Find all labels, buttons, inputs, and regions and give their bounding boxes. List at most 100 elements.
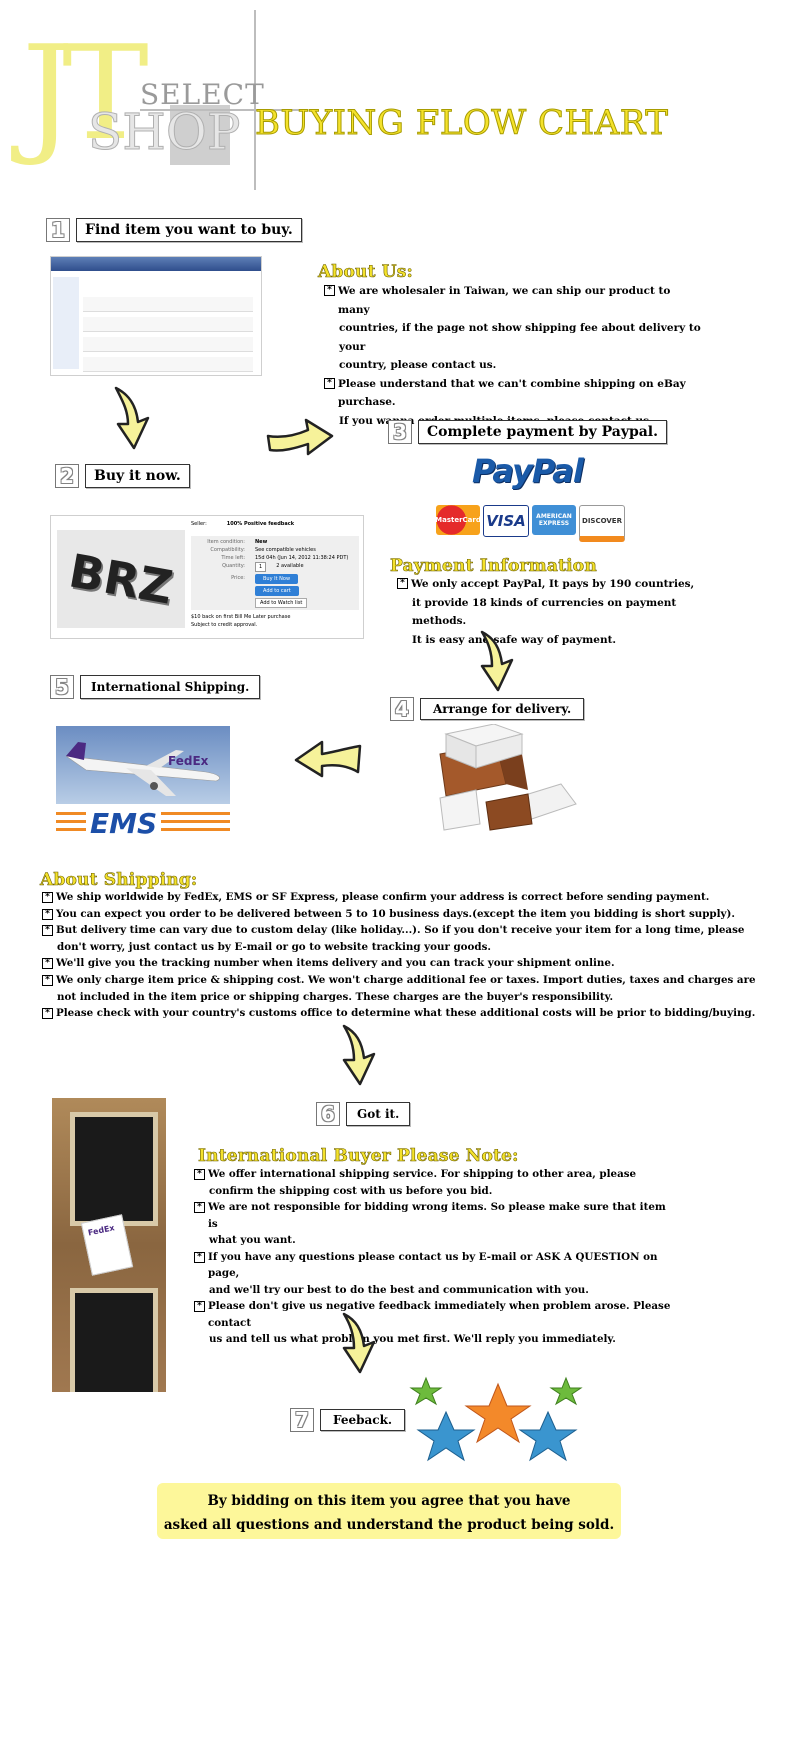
- arrow-down-icon: [114, 386, 150, 450]
- step-label: Arrange for delivery.: [420, 698, 585, 720]
- bullet-box: *: [42, 908, 53, 920]
- bullet-box: *: [324, 285, 335, 296]
- bullet-box: *: [42, 958, 53, 970]
- fedex-plane-image: FedEx: [56, 726, 230, 804]
- bullet-text: We only charge item price & shipping cos…: [56, 973, 756, 986]
- list-item-cont: It is easy and safe way of payment.: [412, 633, 617, 646]
- step-7: 7 Feeback.: [290, 1408, 406, 1432]
- watch-list-button[interactable]: Add to Watch list: [255, 598, 308, 608]
- bill-me-later-text: $10 back on first Bill Me Later purchase: [191, 614, 291, 620]
- step-label: Complete payment by Paypal.: [418, 420, 667, 444]
- step-label: Buy it now.: [85, 464, 190, 488]
- list-item-cont: country, please contact us.: [339, 359, 497, 371]
- airplane-icon: [65, 742, 220, 796]
- list-item: *We offer international shipping service…: [194, 1166, 674, 1183]
- ems-logo: EMS: [56, 808, 230, 842]
- bullet-text: If you have any questions please contact…: [208, 1250, 658, 1280]
- step-label: International Shipping.: [80, 675, 261, 699]
- window-top: [70, 1112, 158, 1226]
- about-shipping-list: *We ship worldwide by FedEx, EMS or SF E…: [42, 889, 782, 1022]
- logo-jt: JT: [22, 17, 149, 169]
- step-label: Got it.: [346, 1102, 411, 1126]
- list-item-cont: us and tell us what problem you met firs…: [209, 1333, 616, 1345]
- condition-value: New: [255, 539, 268, 545]
- list-item-cont: confirm the shipping cost with us before…: [209, 1184, 493, 1197]
- card-logos: MasterCard VISA AMERICAN EXPRESS DISCOVE…: [435, 505, 625, 542]
- time-value: 15d 04h (Jun 14, 2012 11:38:24 PDT): [255, 555, 349, 561]
- list-item: *Please understand that we can't combine…: [324, 375, 704, 412]
- time-row: Time left: 15d 04h (Jun 14, 2012 11:38:24…: [195, 554, 355, 562]
- search-row: [83, 317, 253, 332]
- buy-it-now-button[interactable]: Buy It Now: [255, 574, 299, 584]
- arrow-right-icon: [266, 418, 334, 456]
- qty-input[interactable]: 1: [255, 562, 267, 572]
- list-item: *We only charge item price & shipping co…: [42, 972, 782, 989]
- seller-label: Seller:: [191, 521, 207, 527]
- search-sidebar: [53, 277, 79, 369]
- list-item: *We are wholesaler in Taiwan, we can shi…: [324, 282, 704, 319]
- step-number: 5: [50, 675, 74, 699]
- step-4: 4 Arrange for delivery.: [390, 697, 585, 721]
- qty-label: Quantity:: [222, 563, 245, 569]
- seller-row: Seller: 100% Positive feedback: [191, 520, 359, 528]
- star-blue-right: [518, 1410, 578, 1462]
- bullet-box: *: [194, 1251, 205, 1263]
- compat-value[interactable]: See compatible vehicles: [255, 547, 316, 553]
- bullet-text: We'll give you the tracking number when …: [56, 957, 615, 970]
- list-item-cont: countries, if the page not show shipping…: [339, 322, 701, 353]
- list-item: *We'll give you the tracking number when…: [42, 955, 782, 972]
- payment-info-title: Payment Information: [390, 556, 597, 577]
- star-blue-left: [416, 1410, 476, 1462]
- search-row: [83, 297, 253, 312]
- window-bottom: [70, 1288, 158, 1392]
- bullet-text: We offer international shipping service.…: [208, 1168, 637, 1180]
- arrow-left-icon: [294, 740, 362, 778]
- step-label: Find item you want to buy.: [76, 218, 302, 242]
- bullet-box: *: [42, 974, 53, 986]
- list-item: *Please don't give us negative feedback …: [194, 1298, 674, 1331]
- bullet-text: But delivery time can vary due to custom…: [56, 924, 745, 937]
- add-to-cart-button[interactable]: Add to cart: [255, 586, 299, 596]
- condition-label: Item condition:: [207, 539, 245, 545]
- list-item: *We only accept PayPal, It pays by 190 c…: [397, 575, 707, 594]
- bill-me-later-sub: Subject to credit approval.: [191, 622, 258, 628]
- step-number: 2: [55, 464, 79, 488]
- time-label: Time left:: [221, 555, 245, 561]
- amex-logo: AMERICAN EXPRESS: [532, 505, 576, 535]
- star-green-left: [409, 1376, 443, 1406]
- list-item-cont: what you want.: [209, 1234, 296, 1246]
- visa-logo: VISA: [483, 505, 529, 537]
- arrow-down-icon: [480, 630, 514, 692]
- available-text: 2 available: [276, 563, 304, 569]
- feedback-text: 100% Positive feedback: [226, 521, 295, 527]
- compat-row: Compatibility:See compatible vehicles: [195, 546, 355, 554]
- step-1: 1 Find item you want to buy.: [46, 218, 302, 242]
- list-item: *We ship worldwide by FedEx, EMS or SF E…: [42, 889, 782, 906]
- step-3: 3 Complete payment by Paypal.: [388, 420, 667, 444]
- list-item: *If you have any questions please contac…: [194, 1249, 674, 1282]
- about-us-title: About Us:: [318, 262, 414, 283]
- listing-details: Seller: 100% Positive feedback Item condi…: [191, 520, 359, 629]
- discover-logo: DISCOVER: [579, 505, 625, 542]
- buyer-note-list: * We offer international shipping service…: [194, 1166, 674, 1348]
- stars-icon: [409, 1376, 583, 1462]
- step-label: Feeback.: [320, 1409, 406, 1431]
- fedex-text: FedEx: [168, 754, 209, 768]
- header: JT SELECT SHOP BUYING FLOW CHART: [0, 0, 800, 200]
- step-number: 1: [46, 218, 70, 242]
- bullet-box: *: [42, 1008, 53, 1020]
- bullet-text: We are not responsible for bidding wrong…: [208, 1201, 666, 1230]
- list-item-cont: not included in the item price or shippi…: [57, 990, 614, 1003]
- bullet-text: We ship worldwide by FedEx, EMS or SF Ex…: [56, 891, 710, 903]
- bullet-box: *: [194, 1301, 205, 1312]
- listing-panel: Item condition: New Compatibility:See com…: [191, 536, 359, 610]
- ems-text: EMS: [86, 808, 162, 840]
- logo-gray-block: [170, 105, 230, 165]
- step-number: 7: [290, 1408, 314, 1432]
- buyer-note-title: International Buyer Please Note:: [198, 1146, 519, 1167]
- search-row: [83, 337, 253, 352]
- bullet-box: *: [42, 925, 53, 937]
- bullet-box: *: [42, 892, 53, 903]
- bullet-text: We only accept PayPal, It pays by 190 co…: [411, 578, 695, 590]
- list-item: *Please check with your country's custom…: [42, 1005, 782, 1022]
